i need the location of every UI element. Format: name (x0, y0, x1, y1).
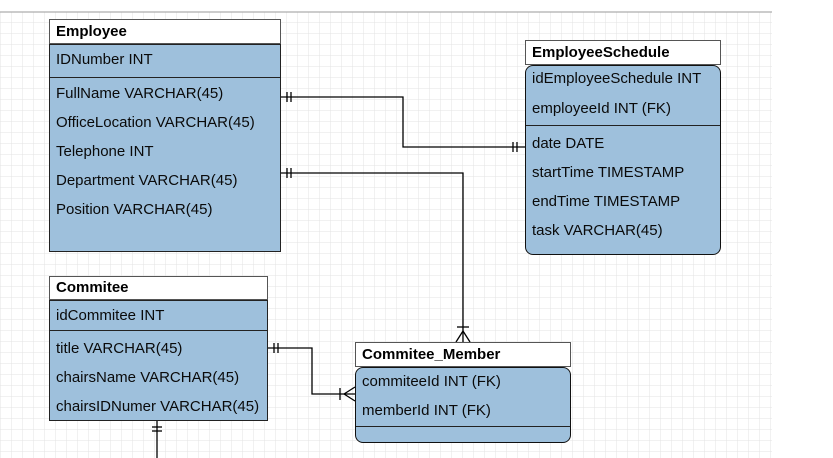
field: chairsName VARCHAR(45) (56, 369, 240, 386)
entity-title: EmployeeSchedule (525, 40, 721, 65)
entity-title: Commitee (49, 276, 268, 300)
field: chairsIDNumer VARCHAR(45) (56, 398, 260, 415)
entity-title: Commitee_Member (355, 342, 571, 367)
entity-body: commiteeId INT (FK) memberId INT (FK) (355, 367, 571, 443)
field: startTime TIMESTAMP (532, 164, 685, 181)
field: title VARCHAR(45) (56, 340, 183, 357)
entity-body: idEmployeeSchedule INT employeeId INT (F… (525, 65, 721, 255)
field: OfficeLocation VARCHAR(45) (56, 114, 255, 131)
key-separator (526, 125, 720, 126)
entity-employee[interactable]: Employee IDNumber INT FullName VARCHAR(4… (49, 19, 281, 252)
key-separator (50, 330, 267, 331)
primary-key-field: idCommitee INT (56, 307, 165, 324)
entity-commitee-member[interactable]: Commitee_Member commiteeId INT (FK) memb… (355, 342, 571, 443)
field: task VARCHAR(45) (532, 222, 663, 239)
field: FullName VARCHAR(45) (56, 85, 224, 102)
key-separator (50, 77, 280, 78)
field: Telephone INT (56, 143, 154, 160)
entity-employee-schedule[interactable]: EmployeeSchedule idEmployeeSchedule INT … (525, 40, 721, 255)
relationship-commitee-commiteemember (268, 343, 356, 402)
entity-body: IDNumber INT FullName VARCHAR(45) Office… (49, 44, 281, 252)
field: date DATE (532, 135, 605, 152)
primary-key-field: memberId INT (FK) (362, 402, 491, 419)
entity-body: idCommitee INT title VARCHAR(45) chairsN… (49, 300, 268, 421)
key-separator (356, 426, 570, 427)
entity-commitee[interactable]: Commitee idCommitee INT title VARCHAR(45… (49, 276, 268, 421)
relationship-commitee-offcanvas (152, 421, 162, 458)
relationship-employee-commiteemember (281, 168, 471, 343)
field: Position VARCHAR(45) (56, 201, 213, 218)
primary-key-field: employeeId INT (FK) (532, 100, 671, 117)
primary-key-field: commiteeId INT (FK) (362, 373, 501, 390)
primary-key-field: IDNumber INT (56, 51, 153, 68)
field: Department VARCHAR(45) (56, 172, 238, 189)
entity-title: Employee (49, 19, 281, 44)
primary-key-field: idEmployeeSchedule INT (532, 70, 702, 87)
relationship-employee-employeeschedule (281, 92, 525, 152)
field: endTime TIMESTAMP (532, 193, 681, 210)
